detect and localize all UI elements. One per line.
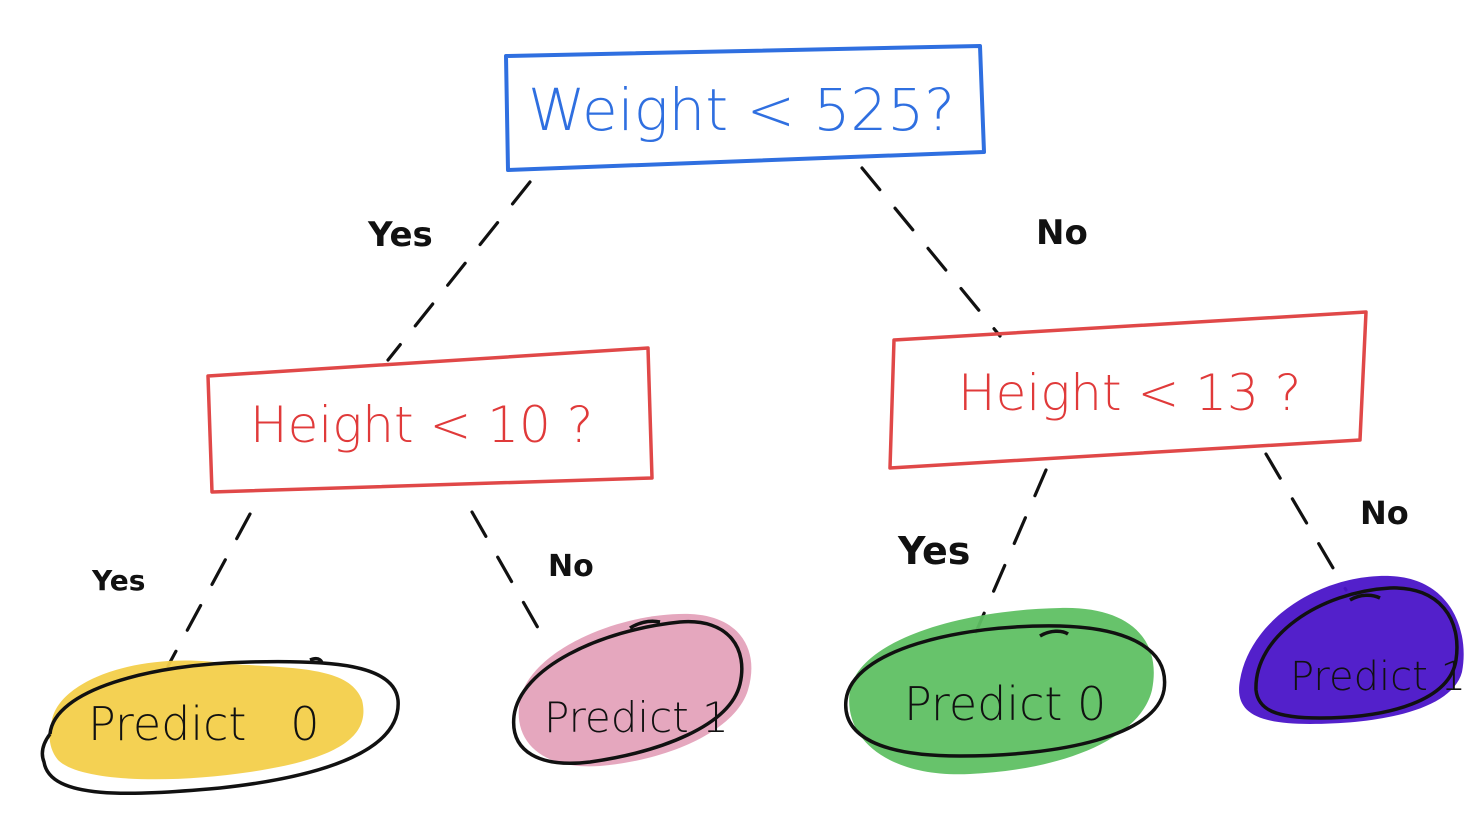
- root-node-label: Weight < 525?: [528, 76, 955, 144]
- edge-root-no: [860, 166, 1002, 338]
- leaf-node-3: Predict 0: [844, 607, 1167, 775]
- leaf-fill-pink: [518, 613, 752, 767]
- leaf-fill-yellow: [49, 660, 364, 780]
- edge-right-yes: [974, 468, 1048, 634]
- leaf-fill-purple: [1239, 575, 1464, 724]
- right-edges: Yes No: [897, 452, 1409, 634]
- left-decision-node: Height < 10 ?: [206, 346, 654, 494]
- edge-label-left-no: No: [548, 549, 594, 584]
- leaf-label-3: Predict 0: [904, 677, 1106, 731]
- leaf-outline-2: [511, 619, 744, 765]
- edge-left-no: [470, 510, 548, 644]
- left-decision-box: [206, 346, 654, 494]
- left-edges: Yes No: [91, 510, 594, 668]
- right-decision-box: [888, 310, 1368, 470]
- leaf-label-4: Predict 1: [1290, 654, 1466, 700]
- root-node: Weight < 525?: [504, 44, 986, 172]
- edge-root-yes: [386, 180, 532, 362]
- edge-left-yes: [166, 512, 252, 668]
- leaf-node-4: Predict 1: [1239, 575, 1466, 724]
- edge-label-left-yes: Yes: [91, 564, 145, 597]
- root-node-box: [504, 44, 986, 172]
- leaf-label-2: Predict 1: [544, 693, 729, 742]
- leaf-outline-4: [1254, 586, 1459, 720]
- leaf-outline-3: [844, 624, 1167, 758]
- leaf-node-1: Predict 0: [40, 656, 400, 796]
- right-decision-node: Height < 13 ?: [888, 310, 1368, 470]
- leaf-outline-1: [40, 656, 400, 796]
- edge-right-no: [1264, 452, 1348, 592]
- leaf-node-2: Predict 1: [511, 613, 752, 767]
- right-decision-label: Height < 13 ?: [958, 364, 1301, 422]
- edge-label-root-no: No: [1036, 213, 1088, 253]
- edge-label-right-no: No: [1360, 494, 1409, 532]
- left-decision-label: Height < 10 ?: [250, 396, 593, 454]
- root-edges: Yes No: [367, 166, 1088, 362]
- edge-label-right-yes: Yes: [897, 529, 970, 573]
- leaf-fill-green: [849, 607, 1154, 775]
- edge-label-root-yes: Yes: [367, 215, 433, 255]
- leaf-label-1: Predict 0: [88, 697, 320, 751]
